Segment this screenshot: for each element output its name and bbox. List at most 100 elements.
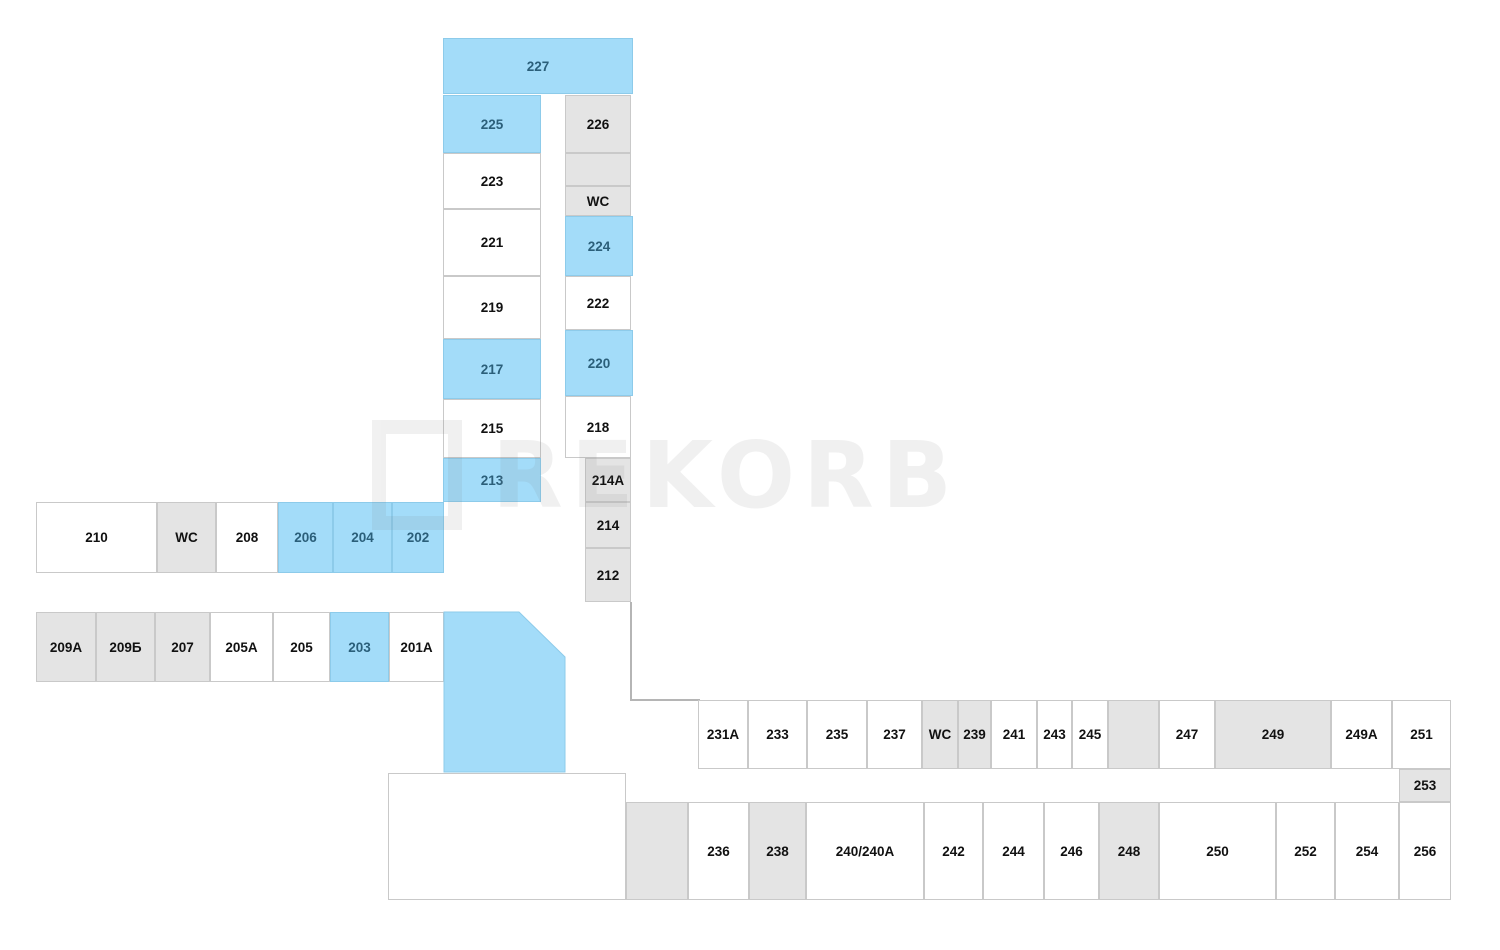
room-label: 227	[526, 58, 550, 74]
room-224[interactable]: 224	[565, 216, 633, 276]
room-215[interactable]: 215	[443, 399, 541, 458]
room-label: 220	[587, 355, 611, 371]
room-label: 221	[480, 235, 504, 250]
room-209a[interactable]: 209А	[36, 612, 96, 682]
room-label: 246	[1060, 843, 1083, 859]
room-label: 237	[883, 727, 906, 742]
room-235[interactable]: 235	[807, 700, 867, 769]
room-212[interactable]: 212	[585, 548, 631, 602]
room-label: 226	[586, 116, 610, 132]
room-210[interactable]: 210	[36, 502, 157, 573]
room-209b[interactable]: 209Б	[96, 612, 155, 682]
room-label: 225	[480, 116, 504, 132]
room-214a[interactable]: 214A	[585, 458, 631, 502]
room-label: 208	[235, 530, 259, 545]
room-label: 212	[596, 567, 620, 583]
room-225[interactable]: 225	[443, 95, 541, 153]
room-256[interactable]: 256	[1399, 802, 1451, 900]
room-240-240a[interactable]: 240/240А	[806, 802, 924, 900]
room-222[interactable]: 222	[565, 276, 631, 330]
room-label: 214	[596, 517, 620, 533]
room-label: 247	[1175, 727, 1199, 742]
room-label: 215	[480, 421, 504, 436]
room-label: 244	[1002, 843, 1025, 859]
room-label: 205А	[225, 639, 258, 655]
room-label: WC	[175, 530, 198, 545]
room-247[interactable]: 247	[1159, 700, 1215, 769]
room-214[interactable]: 214	[585, 502, 631, 548]
room-wc[interactable]: WC	[565, 186, 631, 216]
room-207[interactable]: 207	[155, 612, 210, 682]
room-253[interactable]: 253	[1399, 769, 1451, 802]
room-243[interactable]: 243	[1037, 700, 1072, 769]
room-252[interactable]: 252	[1276, 802, 1335, 900]
room-219[interactable]: 219	[443, 276, 541, 339]
room-unnamed[interactable]	[1108, 700, 1159, 769]
room-unnamed-large[interactable]	[388, 773, 626, 900]
room-label: 248	[1117, 843, 1141, 859]
room-label: 251	[1410, 727, 1433, 742]
room-label: 241	[1002, 727, 1026, 742]
room-202[interactable]: 202	[392, 502, 444, 573]
room-233[interactable]: 233	[748, 700, 807, 769]
room-239[interactable]: 239	[958, 700, 991, 769]
room-label: 209Б	[109, 639, 142, 655]
room-223[interactable]: 223	[443, 153, 541, 209]
room-label: 235	[825, 727, 849, 742]
room-221[interactable]: 221	[443, 209, 541, 276]
room-227[interactable]: 227	[443, 38, 633, 94]
room-label: 213	[480, 472, 504, 488]
room-251[interactable]: 251	[1392, 700, 1451, 769]
room-242[interactable]: 242	[924, 802, 983, 900]
room-249a[interactable]: 249А	[1331, 700, 1392, 769]
room-label: 252	[1294, 843, 1317, 859]
room-248[interactable]: 248	[1099, 802, 1159, 900]
room-unnamed[interactable]	[626, 802, 688, 900]
room-245[interactable]: 245	[1072, 700, 1108, 769]
room-205a[interactable]: 205А	[210, 612, 273, 682]
room-241[interactable]: 241	[991, 700, 1037, 769]
room-label: 231А	[706, 727, 740, 742]
room-249[interactable]: 249	[1215, 700, 1331, 769]
room-label: 209А	[49, 639, 83, 655]
room-label: 253	[1413, 778, 1437, 793]
room-231a[interactable]: 231А	[698, 700, 748, 769]
room-label: 201А	[400, 639, 433, 655]
room-unnamed[interactable]	[565, 153, 631, 186]
room-label: 205	[290, 639, 313, 655]
room-213[interactable]: 213	[443, 458, 541, 502]
room-254[interactable]: 254	[1335, 802, 1399, 900]
room-237[interactable]: 237	[867, 700, 922, 769]
room-238[interactable]: 238	[749, 802, 806, 900]
room-226[interactable]: 226	[565, 95, 631, 153]
room-220[interactable]: 220	[565, 330, 633, 396]
room-label: 222	[586, 295, 610, 311]
room-236[interactable]: 236	[688, 802, 749, 900]
corridor-wall	[630, 602, 632, 701]
room-203[interactable]: 203	[330, 612, 389, 682]
room-label: 245	[1078, 727, 1102, 742]
room-label: 242	[942, 843, 965, 859]
room-208[interactable]: 208	[216, 502, 278, 573]
hall-area[interactable]	[443, 611, 567, 773]
room-204[interactable]: 204	[333, 502, 392, 573]
room-205[interactable]: 205	[273, 612, 330, 682]
room-218[interactable]: 218	[565, 396, 631, 458]
room-217[interactable]: 217	[443, 339, 541, 399]
room-244[interactable]: 244	[983, 802, 1044, 900]
room-label: 217	[480, 361, 504, 377]
room-246[interactable]: 246	[1044, 802, 1099, 900]
room-label: 214A	[591, 472, 625, 488]
room-label: 238	[766, 843, 789, 859]
room-250[interactable]: 250	[1159, 802, 1276, 900]
room-wc[interactable]: WC	[157, 502, 216, 573]
room-label: 236	[707, 843, 730, 859]
watermark-text: REKORB	[492, 421, 961, 529]
room-206[interactable]: 206	[278, 502, 333, 573]
room-label: 203	[348, 639, 371, 655]
room-wc[interactable]: WC	[922, 700, 958, 769]
room-label: 206	[294, 530, 317, 545]
room-201a[interactable]: 201А	[389, 612, 444, 682]
room-label: 250	[1206, 843, 1229, 859]
